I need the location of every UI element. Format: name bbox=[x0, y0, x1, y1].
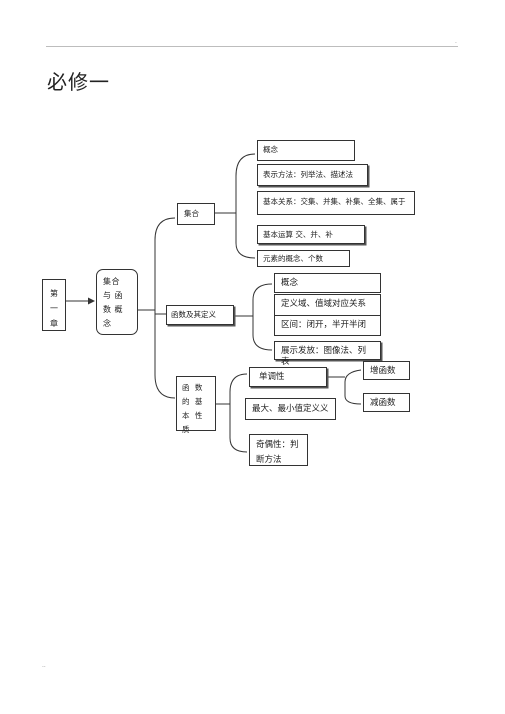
chapter-char-2: 一 bbox=[50, 304, 58, 313]
set-element-node: 元素的概念、个数 bbox=[257, 250, 350, 267]
header-rule bbox=[46, 46, 458, 47]
decreasing-function-node: 减函数 bbox=[363, 393, 410, 412]
func-prop-bracket bbox=[229, 373, 248, 453]
chapter-char-1: 第 bbox=[50, 289, 58, 298]
function-domain-text: 定义域、值域对应关系 bbox=[281, 299, 367, 309]
parity-node: 奇偶性：判断方法 bbox=[249, 434, 308, 466]
func-def-bracket bbox=[252, 283, 273, 351]
set-representation-node: 表示方法：列举法、描述法 bbox=[257, 164, 368, 186]
chapter-char-3: 章 bbox=[50, 319, 58, 328]
chapter-arrow-head bbox=[88, 297, 95, 305]
function-split-line bbox=[275, 315, 380, 316]
page-title: 必修一 bbox=[47, 70, 110, 94]
top-mark: · bbox=[455, 40, 457, 47]
set-node: 集合 bbox=[177, 203, 215, 225]
extremum-node: 最大、最小值定义义 bbox=[245, 398, 336, 420]
function-definition-node: 函数及其定义 bbox=[166, 305, 234, 325]
set-relation-node: 基本关系：交集、并集、补集、全集、属于 bbox=[257, 191, 415, 215]
function-interval-text: 区间：闭开，半开半闭 bbox=[281, 320, 367, 330]
set-concept-node: 概念 bbox=[257, 140, 355, 161]
root-topic-node: 集合 与 函数 概 念 bbox=[96, 269, 138, 335]
increasing-function-node: 增函数 bbox=[363, 361, 410, 380]
function-representation-node: 展示发放：图像法、列表 bbox=[274, 341, 381, 367]
monotonicity-node: 单调性 bbox=[249, 367, 327, 387]
chapter-box: 第 一 章 bbox=[42, 279, 66, 331]
root-branch-bracket bbox=[154, 217, 176, 399]
set-operation-node: 基本运算 交、并、补 bbox=[257, 225, 365, 244]
function-domain-interval-node: 定义域、值域对应关系 区间：闭开，半开半闭 bbox=[274, 294, 381, 336]
function-properties-node: 函 数 的 基 本 性 质 bbox=[176, 376, 216, 434]
function-concept-node: 概念 bbox=[274, 273, 381, 293]
set-bracket bbox=[235, 153, 256, 259]
mono-bracket bbox=[344, 369, 362, 405]
bottom-mark: .. bbox=[42, 662, 46, 669]
